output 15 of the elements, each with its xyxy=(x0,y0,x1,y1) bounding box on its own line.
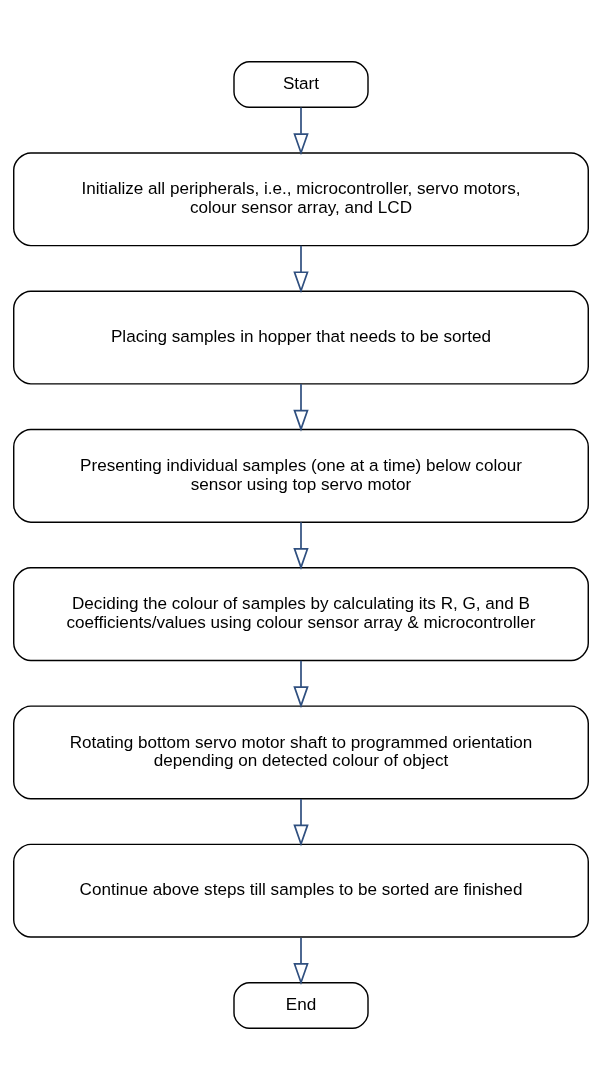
arrow xyxy=(293,659,309,708)
node-box: Continue above steps till samples to be sorted are finished xyxy=(13,843,589,938)
arrow xyxy=(293,244,309,293)
node-box: Start xyxy=(233,60,369,108)
node-box: Deciding the colour of samples by calculating its R, G, and B coefficients/values using colour sensor array & microcontroller xyxy=(13,566,589,661)
node-box: Rotating bottom servo motor shaft to programmed orientation depending on detected colour of object xyxy=(13,704,589,799)
arrow xyxy=(293,936,309,985)
node-box: Presenting individual samples (one at a time) below colour sensor using top servo motor xyxy=(13,428,589,523)
arrow xyxy=(293,521,309,570)
arrow xyxy=(293,106,309,155)
arrow xyxy=(293,797,309,846)
node-box: End xyxy=(233,981,369,1029)
node-box: Placing samples in hopper that needs to be sorted xyxy=(13,290,589,385)
arrow xyxy=(293,382,309,432)
node-box: Initialize all peripherals, i.e., microcontroller, servo motors, colour sensor array, and LCD xyxy=(13,151,589,246)
